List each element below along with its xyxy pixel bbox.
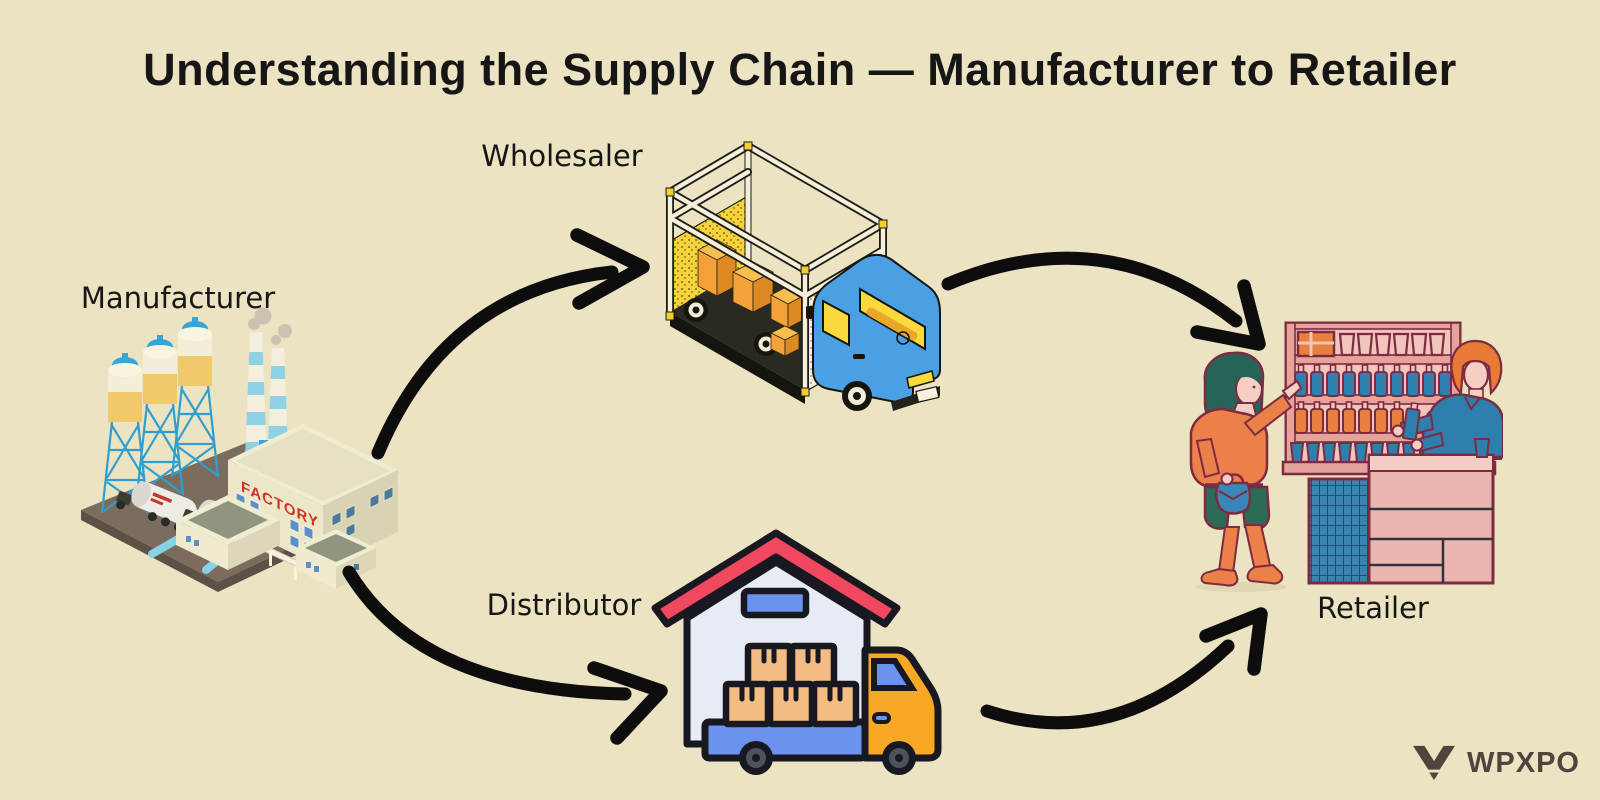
warehouse-illustration [643, 518, 943, 780]
shelf-row-orange-bottles [1294, 401, 1404, 434]
store-counter [1367, 438, 1495, 585]
truck-cab [806, 253, 941, 411]
delivery-truck [701, 642, 942, 775]
truck-wheels [739, 741, 916, 775]
blue-crate [1307, 477, 1371, 585]
shelf-row-blue-bottles [1294, 364, 1452, 397]
retail-store-illustration [1183, 315, 1505, 604]
box-tape-marks [739, 647, 843, 702]
arrow-manufacturer-to-wholesaler [371, 228, 650, 460]
retailer-label: Retailer [1317, 591, 1429, 625]
stacked-boxes [722, 642, 860, 728]
retail-store-svg [1189, 321, 1505, 592]
page-title: Understanding the Supply Chain — Manufac… [143, 44, 1457, 95]
shelf-row-box-and-cups [1296, 330, 1446, 358]
main-factory-building: FACTORY [228, 424, 398, 580]
customer-figure [1189, 351, 1303, 587]
wpxpo-logo-text: WPXPO [1467, 746, 1580, 779]
factory-svg: FACTORY [81, 307, 398, 592]
truck-rear-wheels [684, 298, 778, 356]
wholesaler-truck-illustration [645, 140, 941, 416]
wholesaler-label: Wholesaler [481, 139, 643, 173]
manufacturer-label: Manufacturer [80, 281, 276, 315]
factory-illustration: FACTORY [78, 307, 398, 597]
warehouse-svg [651, 529, 942, 775]
arrow-distributor-to-retailer [980, 607, 1268, 730]
frame-corner-joints [665, 141, 888, 397]
wpxpo-logo-icon [1413, 745, 1455, 781]
brand-watermark: WPXPO [1411, 743, 1580, 783]
wholesaler-truck-svg [665, 141, 941, 411]
storage-silos [108, 317, 212, 422]
